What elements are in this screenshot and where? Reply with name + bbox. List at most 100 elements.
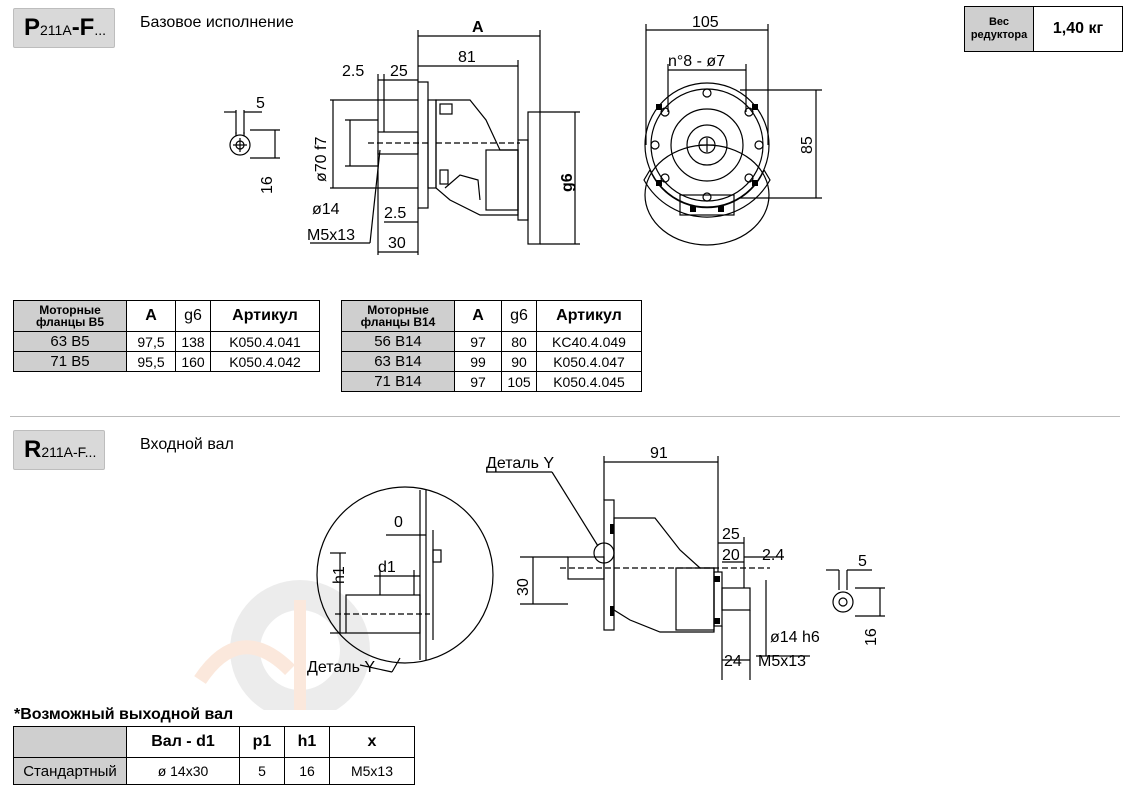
detail-y-label-bottom: Деталь Y bbox=[307, 659, 375, 676]
dim-30-label: 30 bbox=[388, 235, 406, 252]
table-output-header-shaft: Вал - d1 bbox=[126, 726, 240, 758]
dim-d1-label: d1 bbox=[378, 559, 396, 576]
table-b14-cell-A: 97 bbox=[454, 371, 502, 392]
table-output-cell-p1: 5 bbox=[239, 757, 285, 785]
drawing-input-shaft: Деталь Y Деталь Y 0 d1 h1 91 25 20 2.4 3… bbox=[194, 445, 885, 710]
table-b14-cell-article: K050.4.045 bbox=[536, 371, 642, 392]
table-row: 71 B5 95,5 160 K050.4.042 bbox=[13, 351, 320, 372]
dim-M5-label-2: M5x13 bbox=[758, 653, 806, 670]
dim-24-label: 24 bbox=[724, 653, 742, 670]
table-b5-cell-g6: 138 bbox=[175, 331, 211, 352]
table-b14-cell-flange: 63 B14 bbox=[341, 351, 455, 372]
table-b5-cell-g6: 160 bbox=[175, 351, 211, 372]
table-b5-header-A: A bbox=[126, 300, 176, 332]
output-shaft-title: *Возможный выходной вал bbox=[14, 706, 234, 723]
model-code-ellipsis: ... bbox=[94, 22, 107, 38]
dim-105-label: 105 bbox=[692, 14, 719, 31]
dim-M5-label: M5x13 bbox=[307, 227, 355, 244]
section-title-base: Базовое исполнение bbox=[140, 14, 294, 31]
dim-2-4-label: 2.4 bbox=[762, 547, 784, 564]
dim-16-label: 16 bbox=[259, 176, 276, 194]
dim-85-label: 85 bbox=[799, 136, 816, 154]
table-b14-cell-g6: 105 bbox=[501, 371, 537, 392]
table-row: 56 B14 97 80 KC40.4.049 bbox=[341, 331, 642, 352]
dim-91-label: 91 bbox=[650, 445, 668, 462]
dim-0-label: 0 bbox=[394, 514, 403, 531]
table-output-shaft: Вал - d1 p1 h1 x Стандартный ø 14x30 5 1… bbox=[13, 726, 415, 785]
dim-A-label: A bbox=[472, 19, 484, 36]
weight-value: 1,40 кг bbox=[1052, 20, 1104, 37]
table-output-header-h1: h1 bbox=[284, 726, 330, 758]
table-b5-cell-article: K050.4.042 bbox=[210, 351, 320, 372]
dim-5-label: 5 bbox=[256, 95, 265, 112]
table-b5-cell-flange: 71 B5 bbox=[13, 351, 127, 372]
dim-2-5-top-label: 2.5 bbox=[342, 63, 364, 80]
table-b14-cell-flange: 56 B14 bbox=[341, 331, 455, 352]
table-b14-header-line2: фланцы B14 bbox=[360, 315, 436, 329]
table-b5-cell-flange: 63 B5 bbox=[13, 331, 127, 352]
model-code-suffix: -F bbox=[71, 14, 95, 41]
table-b14-cell-A: 99 bbox=[454, 351, 502, 372]
dim-30-label-2: 30 bbox=[515, 578, 532, 596]
model-code-number: 211A-F bbox=[41, 444, 85, 460]
detail-y-label-top: Деталь Y bbox=[486, 455, 554, 472]
table-b5-header-article: Артикул bbox=[210, 300, 320, 332]
table-output-header-blank bbox=[13, 726, 127, 758]
section-divider bbox=[10, 416, 1120, 417]
table-b14-cell-g6: 90 bbox=[501, 351, 537, 372]
model-code-prefix: R bbox=[24, 436, 42, 463]
model-code-number: 211A bbox=[40, 22, 72, 38]
table-b14-cell-article: K050.4.047 bbox=[536, 351, 642, 372]
dim-5-label-2: 5 bbox=[858, 553, 867, 570]
weight-label-line2: редуктора bbox=[970, 29, 1028, 41]
dim-25-label: 25 bbox=[390, 63, 408, 80]
weight-label-line1: Вес bbox=[988, 16, 1010, 28]
table-output-header-x: x bbox=[329, 726, 415, 758]
table-output-cell-h1: 16 bbox=[284, 757, 330, 785]
dim-dia70-label: ø70 f7 bbox=[313, 137, 330, 182]
dim-holes-label: n°8 - ø7 bbox=[668, 53, 725, 70]
table-b14-cell-flange: 71 B14 bbox=[341, 371, 455, 392]
model-badge-r: R211A-F... bbox=[13, 430, 106, 470]
table-output-header-p1: p1 bbox=[239, 726, 285, 758]
table-b5-header-line1: Моторные bbox=[39, 303, 101, 317]
table-row: 63 B14 99 90 K050.4.047 bbox=[341, 351, 642, 372]
dim-20-label: 20 bbox=[722, 547, 740, 564]
table-b14-cell-g6: 80 bbox=[501, 331, 537, 352]
table-output-cell-shaft: ø 14x30 bbox=[126, 757, 240, 785]
table-b14-header-A: A bbox=[454, 300, 502, 332]
table-b14-header-article: Артикул bbox=[536, 300, 642, 332]
dim-h1-label: h1 bbox=[331, 566, 348, 584]
model-badge-p: P211A-F... bbox=[13, 8, 116, 48]
dim-16-label-2: 16 bbox=[863, 628, 880, 646]
table-b5-header-g6: g6 bbox=[175, 300, 211, 332]
dim-81-label: 81 bbox=[458, 49, 476, 66]
dim-dia14-label-2: ø14 h6 bbox=[770, 629, 820, 646]
drawing-base: A 81 2.5 25 5 16 ø70 f7 ø14 M5x13 2.5 30… bbox=[224, 14, 822, 255]
table-b5-cell-A: 95,5 bbox=[126, 351, 176, 372]
table-output-header: Вал - d1 p1 h1 x bbox=[13, 726, 415, 758]
dim-g6-label: g6 bbox=[559, 173, 576, 192]
dim-2-5-bottom-label: 2.5 bbox=[384, 205, 406, 222]
table-b5-cell-A: 97,5 bbox=[126, 331, 176, 352]
dim-dia14-label: ø14 bbox=[312, 201, 340, 218]
watermark-logo bbox=[194, 580, 370, 710]
table-output-cell-type: Стандартный bbox=[13, 757, 127, 785]
table-b14-cell-A: 97 bbox=[454, 331, 502, 352]
table-b14-cell-article: KC40.4.049 bbox=[536, 331, 642, 352]
section-title-input-shaft: Входной вал bbox=[140, 436, 234, 453]
model-code-ellipsis: ... bbox=[84, 444, 97, 460]
dim-25-label-2: 25 bbox=[722, 526, 740, 543]
table-row: 71 B14 97 105 K050.4.045 bbox=[341, 371, 642, 392]
table-b14-header-line1: Моторные bbox=[367, 303, 429, 317]
table-row: Стандартный ø 14x30 5 16 M5x13 bbox=[13, 757, 415, 785]
table-b5-header-line2: фланцы B5 bbox=[35, 315, 105, 329]
